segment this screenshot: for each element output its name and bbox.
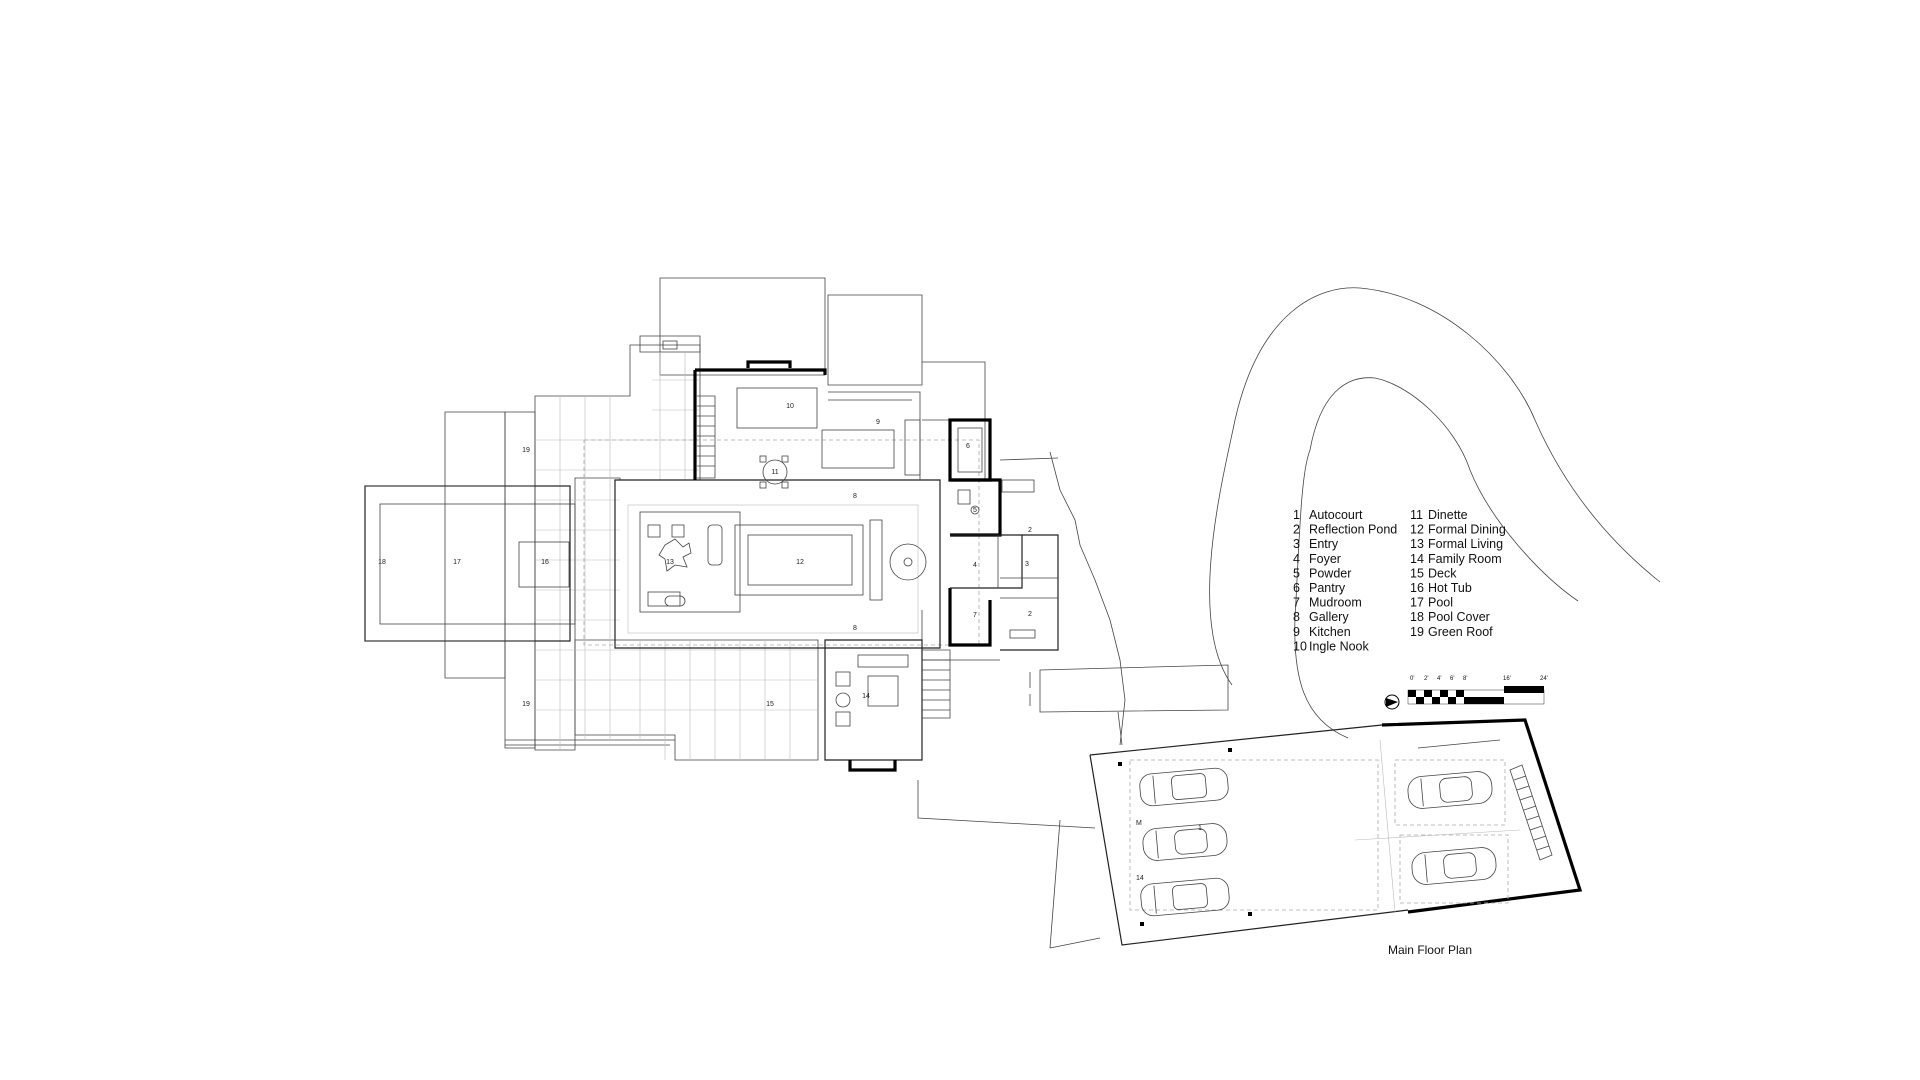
legend-number: 5: [1293, 566, 1300, 580]
room-label: 19: [522, 447, 530, 454]
scale-tick-label: 8': [1463, 676, 1467, 682]
legend-room-name: Gallery: [1309, 610, 1349, 624]
legend-number: 10: [1293, 639, 1307, 653]
legend-room-name: Pool: [1428, 596, 1453, 610]
scale-tick-label: 24': [1540, 676, 1548, 682]
room-labels: 1 2 2 3 4 5 6 7 8 8 9 10 11 12 13 14 15 …: [378, 403, 1202, 832]
legend-number: 13: [1410, 537, 1424, 551]
legend-number: 4: [1293, 552, 1300, 566]
legend-room-name: Dinette: [1428, 508, 1468, 522]
room-label: 13: [666, 559, 674, 566]
car-icon: [1407, 771, 1493, 809]
scale-tick-label: 0': [1410, 676, 1414, 682]
legend-room-name: Green Roof: [1428, 625, 1493, 639]
garage: M 14: [1089, 718, 1583, 946]
legend-number: 16: [1410, 581, 1424, 595]
legend-room-name: Deck: [1428, 566, 1457, 580]
garage-tick-label: 14: [1136, 875, 1144, 882]
legend-room-name: Hot Tub: [1428, 581, 1472, 595]
room-label: 16: [541, 559, 549, 566]
plan-title: Main Floor Plan: [1388, 943, 1472, 957]
legend-room-name: Formal Dining: [1428, 523, 1506, 537]
room-label: 12: [796, 559, 804, 566]
room-label: 3: [1025, 561, 1029, 568]
legend-room-name: Family Room: [1428, 552, 1502, 566]
room-label: 2: [1028, 611, 1032, 618]
car-icon: [1142, 823, 1228, 861]
room-label: 19: [522, 701, 530, 708]
room-label: 1: [1198, 825, 1202, 832]
green-roof-and-deck: [444, 277, 1000, 761]
room-label: 17: [453, 559, 461, 566]
garage-stairs: [1509, 764, 1553, 861]
legend-number: 11: [1410, 508, 1423, 522]
garage-tick-label: M: [1136, 820, 1142, 827]
car-icon: [1140, 877, 1230, 917]
legend-room-name: Entry: [1309, 537, 1339, 551]
room-label: 6: [966, 443, 970, 450]
scale-tick-label: 16': [1503, 676, 1511, 682]
legend-room-name: Ingle Nook: [1309, 639, 1370, 653]
legend-number: 6: [1293, 581, 1300, 595]
scale-tick-label: 2': [1424, 676, 1428, 682]
legend-number: 2: [1293, 523, 1300, 537]
room-label: 10: [786, 403, 794, 410]
legend-room-name: Pool Cover: [1428, 610, 1490, 624]
car-icons: [1139, 767, 1497, 917]
room-label: 11: [771, 469, 778, 476]
room-label: 9: [876, 419, 880, 426]
room-label: 2: [1028, 527, 1032, 534]
room-label: 8: [853, 493, 857, 500]
room-label: 7: [973, 612, 977, 619]
legend-room-name: Powder: [1309, 566, 1351, 580]
room-label: 5: [973, 507, 977, 514]
car-icon: [1411, 847, 1497, 885]
legend-room-name: Kitchen: [1309, 625, 1351, 639]
legend-room-name: Mudroom: [1309, 596, 1362, 610]
car-icon: [1139, 767, 1229, 807]
legend-number: 19: [1410, 625, 1424, 639]
legend-room-name: Pantry: [1309, 581, 1346, 595]
scale-tick-label: 4': [1437, 676, 1441, 682]
room-label: 8: [853, 625, 857, 632]
legend-number: 14: [1410, 552, 1424, 566]
legend-room-name: Formal Living: [1428, 537, 1503, 551]
deck-grid: [535, 352, 818, 760]
legend-number: 3: [1293, 537, 1300, 551]
room-label: 14: [862, 693, 870, 700]
driveway: [1209, 287, 1661, 739]
legend-room-name: Foyer: [1309, 552, 1341, 566]
legend-number: 17: [1410, 596, 1424, 610]
legend-number: 15: [1410, 566, 1424, 580]
scale-bar: 0' 2' 4' 6' 8' 16' 24': [1384, 676, 1548, 710]
legend-room-name: Autocourt: [1309, 508, 1363, 522]
legend-room-name: Reflection Pond: [1309, 523, 1397, 537]
legend-number: 1: [1293, 508, 1300, 522]
pool: [364, 485, 576, 642]
room-label: 4: [973, 562, 977, 569]
north-arrow-icon: [1384, 694, 1400, 710]
scale-tick-label: 6': [1450, 676, 1454, 682]
legend-number: 8: [1293, 610, 1300, 624]
room-label: 15: [766, 701, 774, 708]
legend-number: 7: [1293, 596, 1300, 610]
legend-number: 9: [1293, 625, 1300, 639]
room-label: 18: [378, 559, 386, 566]
main-house: [583, 360, 1059, 772]
legend-number: 18: [1410, 610, 1424, 624]
legend-number: 12: [1410, 523, 1424, 537]
site-lines: [917, 451, 1229, 949]
